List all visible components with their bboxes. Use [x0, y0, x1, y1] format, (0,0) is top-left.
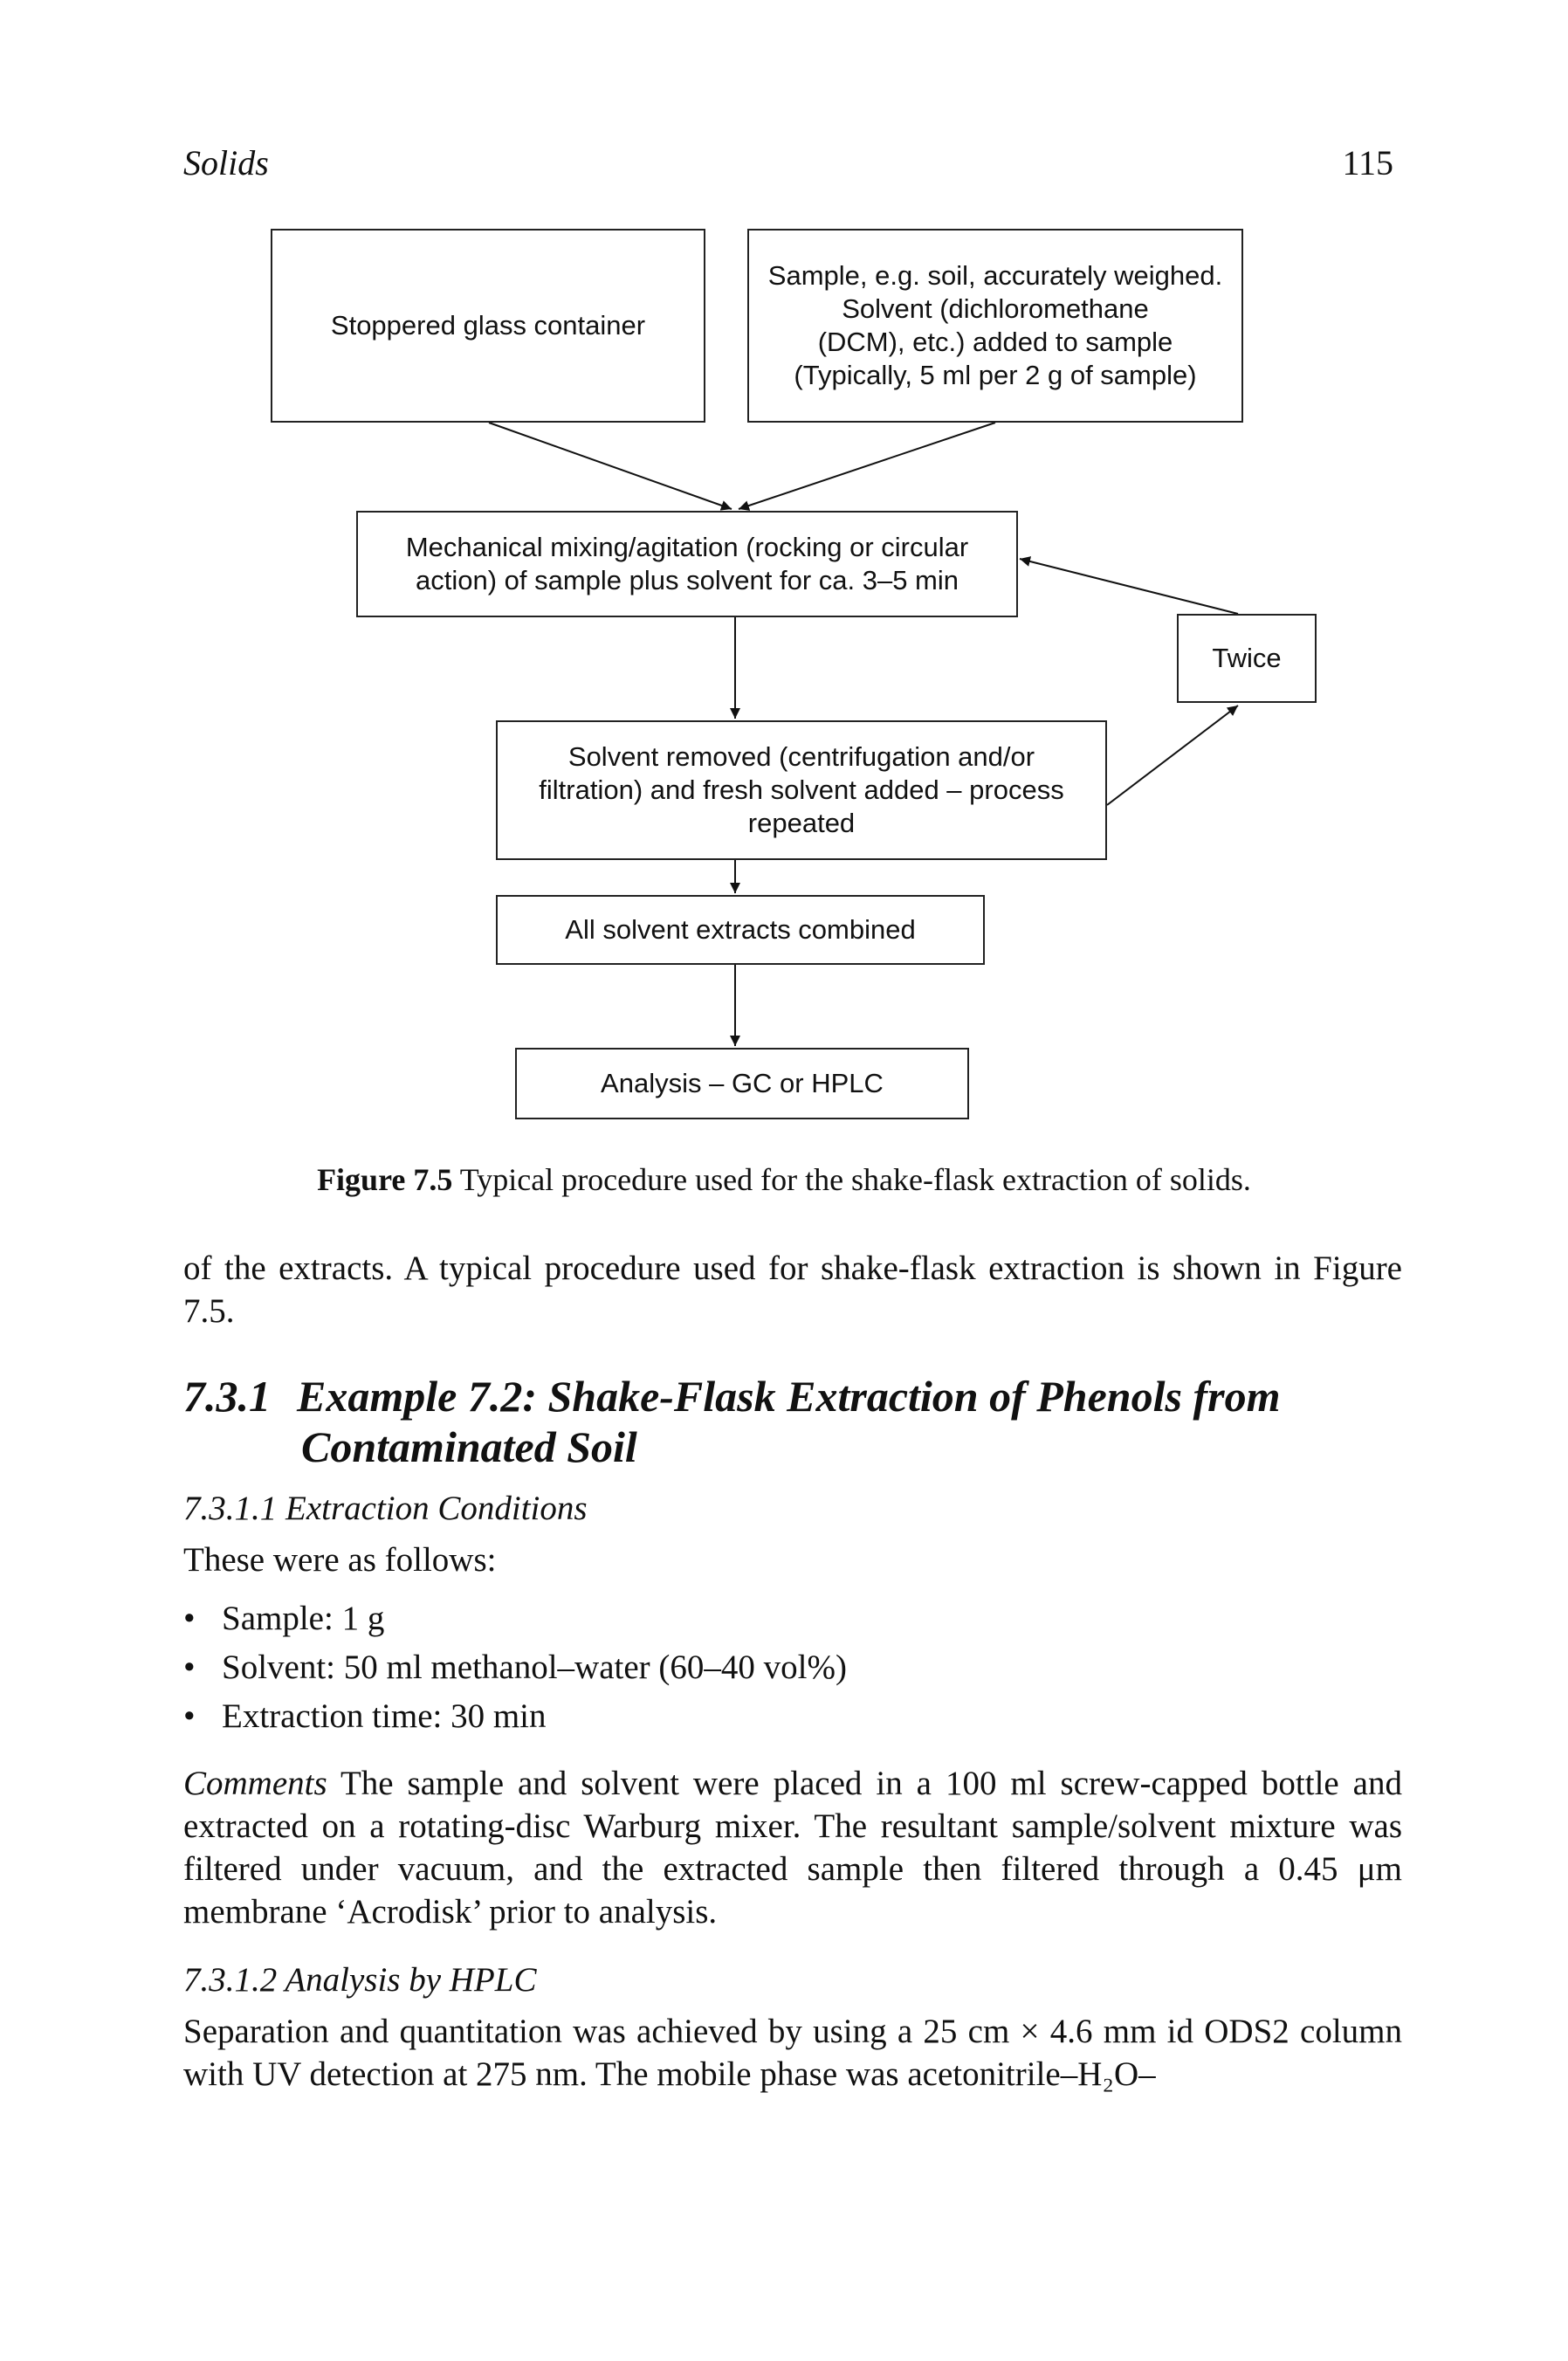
figure-caption-text: Typical procedure used for the shake-fla… [459, 1162, 1251, 1197]
figure-caption: Figure 7.5 Typical procedure used for th… [0, 1161, 1568, 1198]
figure-label: Figure 7.5 [317, 1162, 453, 1197]
box-analysis: Analysis – GC or HPLC [515, 1048, 969, 1119]
list-item: Sample: 1 g [183, 1594, 847, 1643]
subsection-extraction-conditions: 7.3.1.1 Extraction Conditions [183, 1490, 588, 1527]
section-heading: 7.3.1 Example 7.2: Shake-Flask Extraction… [183, 1371, 1406, 1472]
comments-label: Comments [183, 1765, 327, 1802]
page-number: 115 [1342, 143, 1393, 182]
paragraph-these-were: These were as follows: [183, 1541, 497, 1579]
box-mechanical-mixing: Mechanical mixing/agitation (rocking or … [356, 511, 1018, 617]
arrow-twice-to-mixing [1019, 556, 1239, 615]
comments-text: The sample and solvent were placed in a … [183, 1765, 1402, 1931]
box-stoppered-glass-container: Stoppered glass container [271, 229, 705, 423]
paragraph-separation: Separation and quantitation was achieved… [183, 2013, 1402, 2093]
list-item: Solvent: 50 ml methanol–water (60–40 vol… [183, 1643, 847, 1692]
arrow-container-to-mixing [488, 422, 732, 511]
box-twice: Twice [1177, 614, 1317, 703]
box-extracts-combined: All solvent extracts combined [496, 895, 985, 965]
paragraph-comments: Comments The sample and solvent were pla… [183, 1762, 1402, 1933]
section-number: 7.3.1 [183, 1372, 271, 1421]
flowchart-connectors [488, 422, 1239, 1046]
subsection-analysis-hplc: 7.3.1.2 Analysis by HPLC [183, 1961, 537, 1999]
box-sample-and-solvent: Sample, e.g. soil, accurately weighed. S… [747, 229, 1243, 423]
list-item: Extraction time: 30 min [183, 1692, 847, 1741]
section-title-line1: Example 7.2: Shake-Flask Extraction of P… [297, 1372, 1281, 1421]
arrow-removed-to-twice [1106, 705, 1239, 806]
box-solvent-removed: Solvent removed (centrifugation and/or f… [496, 720, 1107, 860]
conditions-list: Sample: 1 g Solvent: 50 ml methanol–wate… [183, 1594, 847, 1741]
running-head-title: Solids [183, 143, 269, 182]
arrow-sample-to-mixing [738, 422, 996, 511]
section-title-line2: Contaminated Soil [301, 1422, 637, 1471]
paragraph-intro: of the extracts. A typical procedure use… [183, 1249, 1402, 1330]
